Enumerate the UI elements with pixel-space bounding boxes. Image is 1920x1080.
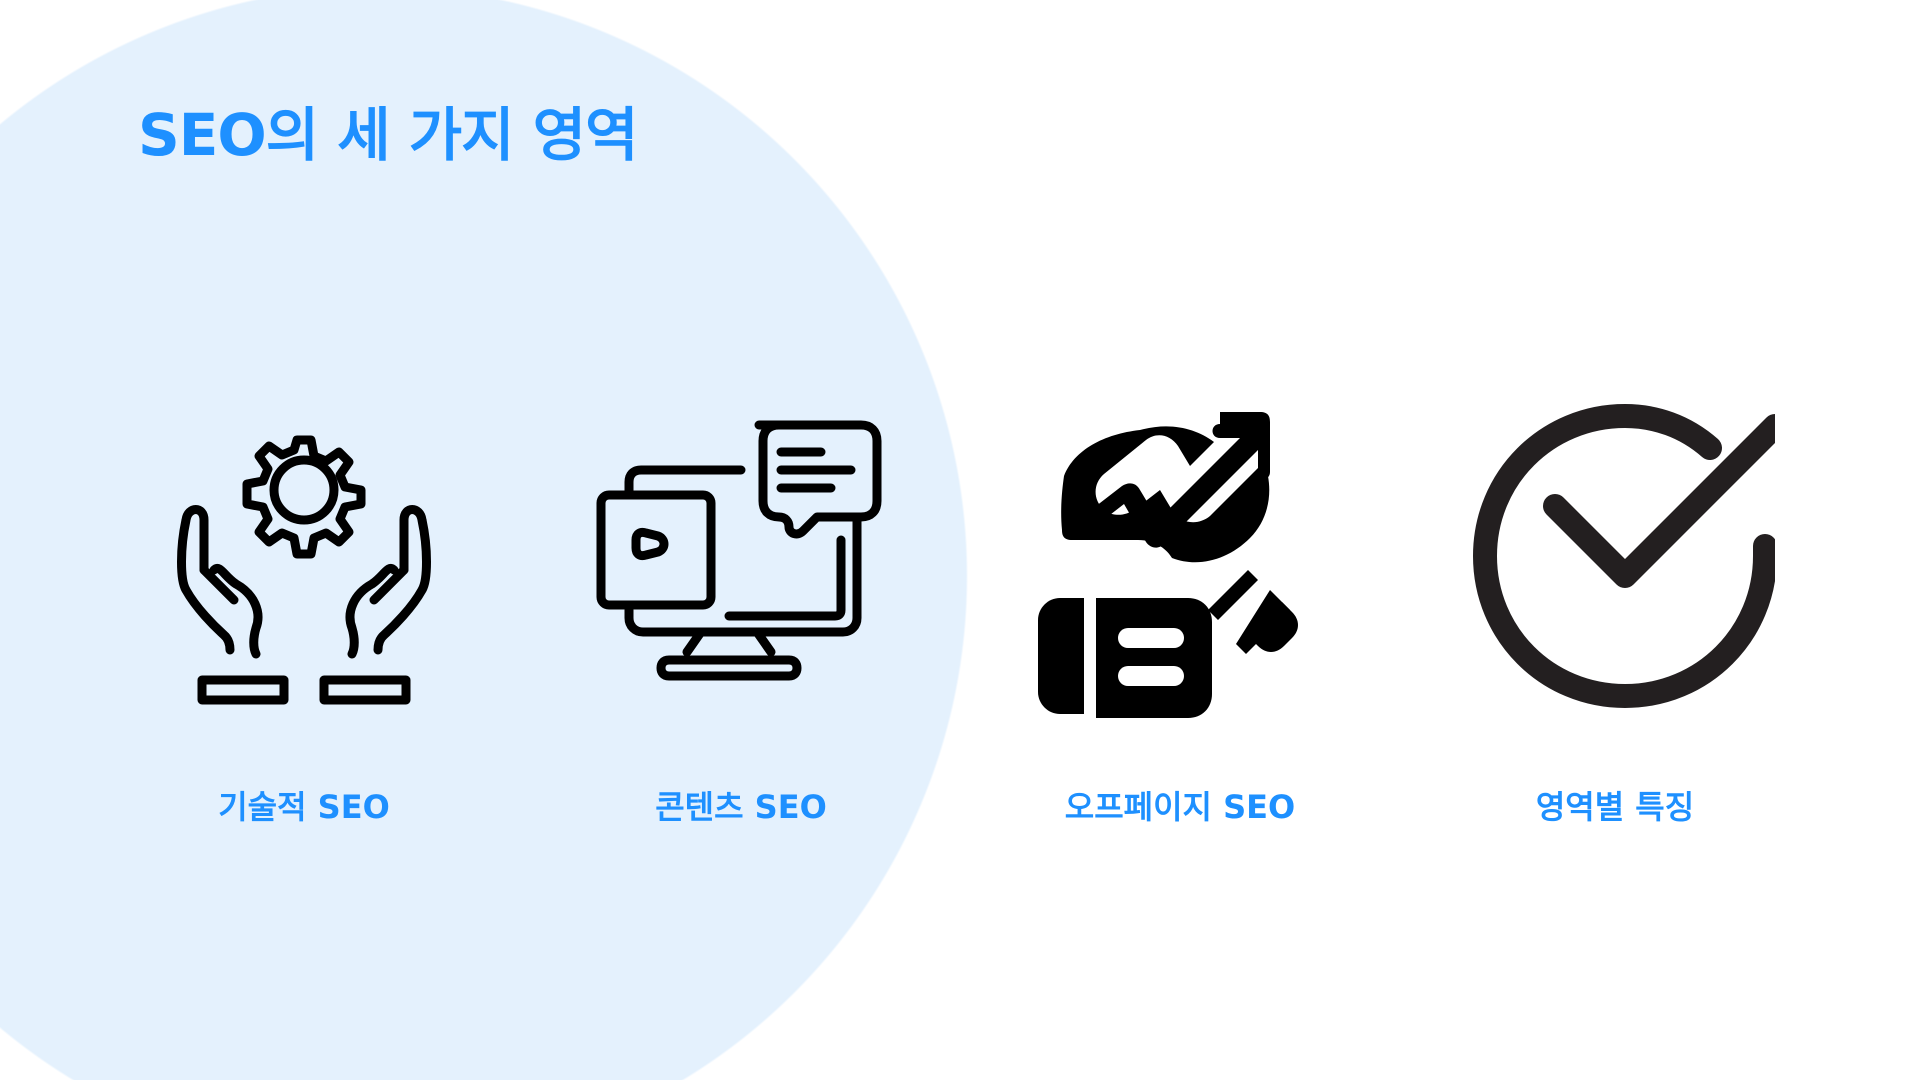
card-area-features xyxy=(1435,400,1795,720)
background-circle xyxy=(0,0,1,1)
label-area-features: 영역별 특징 xyxy=(1535,788,1695,826)
page-title: SEO의 세 가지 영역 xyxy=(138,101,638,169)
growth-magnifier-icon xyxy=(1038,412,1298,718)
devices-content-icon xyxy=(596,420,882,681)
card-content-seo xyxy=(561,400,921,720)
label-offpage-seo: 오프페이지 SEO xyxy=(1064,788,1296,826)
check-circle-icon xyxy=(1473,404,1775,708)
card-technical-seo xyxy=(124,400,484,720)
label-technical-seo: 기술적 SEO xyxy=(218,788,390,826)
card-offpage-seo xyxy=(1000,400,1360,720)
label-content-seo: 콘텐츠 SEO xyxy=(655,788,827,826)
hands-gear-icon xyxy=(177,435,431,705)
